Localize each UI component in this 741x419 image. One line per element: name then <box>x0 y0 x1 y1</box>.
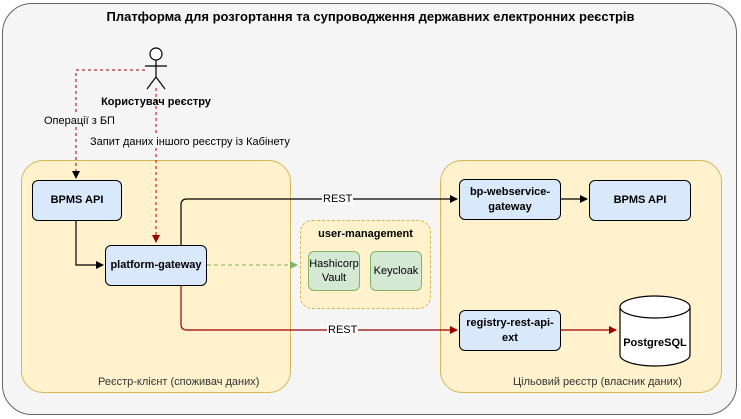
postgresql-label[interactable]: PostgreSQL <box>623 337 687 349</box>
postgresql-cylinder <box>619 295 691 367</box>
client-registry-zone-label: Реєстр-клієнт (споживач даних) <box>98 376 260 388</box>
user-actor-label: Користувач реєстру <box>101 96 211 108</box>
edge-bpms-to-gateway <box>75 221 104 269</box>
hashicorp-vault-box[interactable]: Hashicorp Vault <box>308 251 360 291</box>
keycloak-box[interactable]: Keycloak <box>370 251 422 291</box>
user-management-label: user-management <box>318 228 413 240</box>
platform-gateway-box[interactable]: platform-gateway <box>105 245 207 286</box>
edge-rest-bottom <box>180 286 458 334</box>
bp-webservice-gateway-box[interactable]: bp-webservice-gateway <box>459 179 561 220</box>
diagram-title: Платформа для розгортання та супроводжен… <box>106 9 635 24</box>
edge-bp-operations <box>72 69 145 179</box>
edge-label-bp-operations: Операції з БП <box>44 115 115 127</box>
target-bpms-api-box[interactable]: BPMS API <box>589 180 691 221</box>
edge-label-rest-top: REST <box>322 193 354 205</box>
edge-label-rest-bottom: REST <box>327 324 359 336</box>
edge-label-cabinet-request: Запит даних іншого реєстру із Кабінету <box>90 136 290 148</box>
user-actor-icon <box>145 47 167 90</box>
target-registry-zone-label: Цільовий реєстр (власник даних) <box>513 376 682 388</box>
edge-rest-top <box>180 195 458 245</box>
registry-rest-api-ext-box[interactable]: registry-rest-api-ext <box>459 310 561 351</box>
client-bpms-api-box[interactable]: BPMS API <box>32 180 122 221</box>
